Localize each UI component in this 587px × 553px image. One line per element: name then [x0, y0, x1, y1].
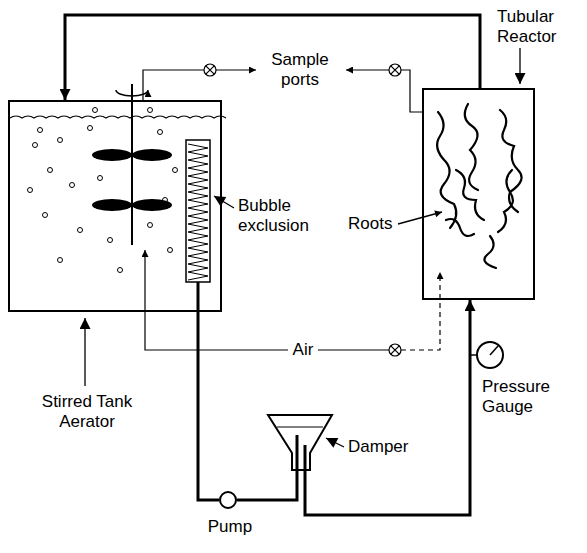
air-bubble [118, 268, 123, 273]
pressure-gauge: Pressure Gauge [476, 341, 504, 369]
air-bubble [33, 143, 38, 148]
bubble-exclusion-screen [186, 140, 210, 282]
bubble-exclusion-screen [188, 144, 208, 280]
impeller-blade [92, 199, 132, 211]
damper-outline [268, 415, 332, 470]
component-label: Damper [348, 437, 428, 457]
air-bubble [78, 228, 83, 233]
leader-arrow [85, 48, 520, 447]
valve-symbol [391, 66, 399, 74]
air-bubble [173, 168, 178, 173]
component-label: Tubular Reactor [497, 7, 585, 47]
air-bubble [48, 168, 53, 173]
air-bubble [93, 108, 98, 113]
air-bubble [108, 238, 113, 243]
root-mass [484, 236, 496, 268]
impeller-blade [92, 149, 172, 211]
component-label: Stirred Tank Aerator [22, 392, 152, 432]
valve-symbol [389, 344, 401, 356]
sample-line [346, 69, 389, 70]
valve-symbol [204, 64, 401, 356]
impeller-blade [132, 149, 172, 161]
air-bubble [43, 213, 48, 218]
root-mass [500, 110, 522, 212]
leader-arrow [519, 48, 520, 84]
water-surface [10, 116, 226, 118]
part-label: Bubble exclusion [238, 196, 330, 236]
flow-pipe [237, 470, 297, 500]
sample-line [401, 70, 422, 112]
leader-arrow [398, 212, 442, 224]
component-label: Pressure Gauge [482, 377, 572, 417]
air-bubble [148, 108, 153, 113]
sample-line [143, 70, 204, 100]
root-mass [437, 112, 456, 228]
gauge-needle [490, 346, 498, 355]
flow-pipe [65, 15, 480, 100]
air-bubble [168, 248, 173, 253]
leader-arrow [214, 196, 234, 208]
impeller-blade [92, 149, 132, 161]
root-mass [456, 170, 484, 220]
reactor-tube: Tubular Reactor [422, 88, 535, 300]
damper-outline [296, 435, 299, 470]
root-mass [498, 170, 513, 232]
flow-pipe [198, 312, 219, 500]
air-bubble [88, 126, 93, 131]
air-bubble [28, 188, 33, 193]
leader-arrow [84, 318, 85, 386]
bubble-exclusion-screen [197, 282, 200, 312]
air-bubble [148, 223, 153, 228]
part-label: Air [288, 340, 318, 360]
damper-outline [277, 427, 323, 428]
impeller-shaft [131, 84, 133, 245]
air-bubble [58, 258, 63, 263]
sample-line [216, 69, 256, 70]
bubble-exclusion-screen [186, 140, 210, 312]
air-bubble [38, 128, 43, 133]
air-line [401, 272, 440, 350]
leader-arrow [326, 438, 344, 447]
damper-outline [268, 415, 332, 470]
air-bubble [158, 130, 163, 135]
damper-outline [304, 445, 307, 470]
part-label: Roots [348, 214, 398, 234]
impeller-blade [132, 199, 172, 211]
air-bubble [70, 183, 75, 188]
flow-pipe [305, 300, 470, 515]
aerator-tank: Stirred Tank Aerator [8, 100, 222, 312]
gauge-needle [470, 346, 498, 355]
impeller-shaft [116, 84, 148, 245]
air-bubble [28, 108, 178, 273]
part-label: Sample ports [262, 50, 338, 90]
root-mass [437, 104, 521, 268]
root-mass [465, 104, 478, 190]
water-surface [10, 116, 226, 118]
valve-symbol [204, 64, 216, 76]
valve-symbol [391, 346, 399, 354]
valve-symbol [389, 64, 401, 76]
air-line [145, 250, 440, 350]
valve-symbol [206, 66, 214, 74]
component-label: Pump [195, 517, 265, 537]
pump-symbol: Pump [219, 491, 237, 509]
air-bubble [98, 176, 103, 181]
air-bubble [58, 138, 63, 143]
air-line [145, 250, 389, 350]
damper-funnel: Damper [268, 415, 332, 470]
root-mass [446, 219, 474, 236]
